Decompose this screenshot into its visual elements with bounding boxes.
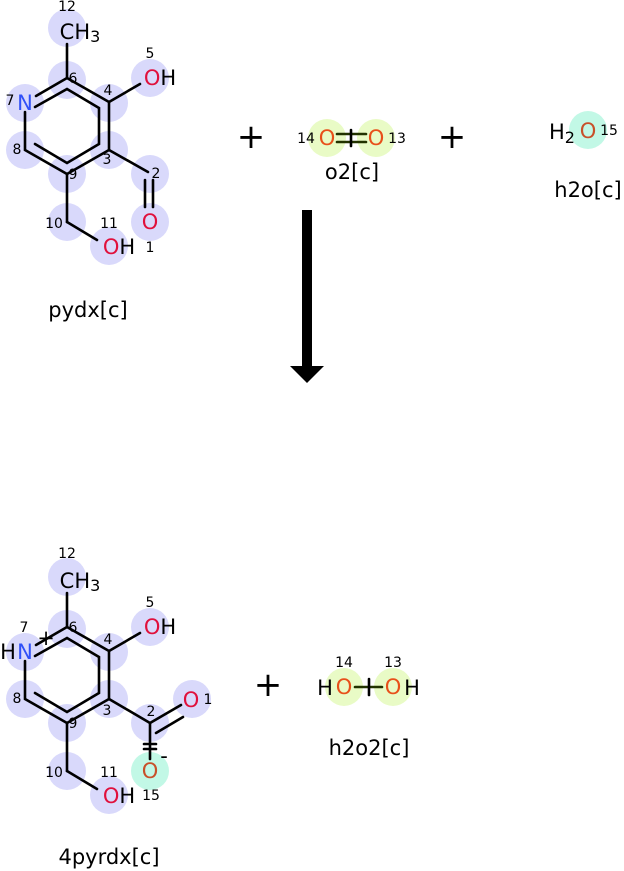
atom-3-number: 3 bbox=[103, 152, 112, 168]
reaction-arrow bbox=[290, 210, 324, 383]
molecule-4pyrdx: CH3 12 6 H N 7 + 4 OH 5 8 3 9 2 O 1 O - … bbox=[0, 546, 212, 869]
atom-8-number: 8 bbox=[13, 691, 22, 707]
atom-13-label: O bbox=[368, 126, 385, 150]
atom-10-number: 10 bbox=[45, 216, 63, 232]
molecule-name-o2: o2[c] bbox=[325, 160, 379, 184]
plus-sign: + bbox=[237, 117, 266, 157]
atom-2-number: 2 bbox=[152, 166, 161, 182]
molecule-name-h2o: h2o[c] bbox=[554, 178, 621, 202]
atom-5-label: OH bbox=[144, 66, 176, 90]
atom-14-number: 14 bbox=[297, 131, 315, 147]
atom-13-number: 13 bbox=[388, 131, 406, 147]
molecule-name-4pyrdx: 4pyrdx[c] bbox=[58, 845, 159, 869]
molecule-pydx: CH3 12 6 N 7 4 OH 5 8 3 9 2 O 1 10 OH 11… bbox=[6, 0, 177, 322]
molecule-h2o: H2 O 15 h2o[c] bbox=[549, 111, 622, 202]
plus-sign: + bbox=[254, 665, 283, 705]
atom-12-number: 12 bbox=[58, 546, 76, 562]
atom-11-number: 11 bbox=[100, 765, 118, 781]
atom-7-number: 7 bbox=[20, 620, 29, 636]
molecule-o2: O 14 O 13 o2[c] bbox=[297, 119, 406, 184]
atom-15-label: O bbox=[580, 119, 597, 143]
atom-12-label: CH3 bbox=[60, 569, 101, 595]
atom-7-hydrogen: H bbox=[0, 640, 16, 664]
negative-charge: - bbox=[160, 744, 168, 768]
molecule-name-h2o2: h2o2[c] bbox=[329, 736, 410, 760]
bonds bbox=[23, 42, 155, 242]
molecule-h2o2: H O 14 O H 13 h2o2[c] bbox=[317, 655, 420, 760]
atom-5-number: 5 bbox=[146, 595, 155, 611]
atom-11-label: OH bbox=[103, 235, 135, 259]
atom-3-number: 3 bbox=[103, 703, 112, 719]
atom-1-number: 1 bbox=[204, 692, 213, 708]
atom-6-number: 6 bbox=[69, 71, 78, 87]
bonds bbox=[23, 591, 185, 791]
plus-sign: + bbox=[438, 117, 467, 157]
atom-14-number: 14 bbox=[335, 655, 353, 671]
atom-4-number: 4 bbox=[104, 83, 113, 99]
atom-5-number: 5 bbox=[146, 46, 155, 62]
atom-7-label: N bbox=[17, 640, 33, 664]
atom-5-label: OH bbox=[144, 615, 176, 639]
atom-14-label: O bbox=[336, 675, 353, 699]
atom-7-label: N bbox=[17, 91, 33, 115]
molecule-name-pydx: pydx[c] bbox=[48, 298, 127, 322]
atom-15-label: O bbox=[142, 759, 159, 783]
atom-8-number: 8 bbox=[13, 142, 22, 158]
atom-4-number: 4 bbox=[104, 632, 113, 648]
atom-9-number: 9 bbox=[69, 716, 78, 732]
atom-15-number: 15 bbox=[142, 788, 160, 804]
hydrogen-label: H bbox=[404, 676, 420, 700]
atom-14-label: O bbox=[319, 126, 336, 150]
atom-1-number: 1 bbox=[146, 240, 155, 256]
atom-1-label: O bbox=[183, 688, 200, 712]
atom-2-number: 2 bbox=[147, 704, 156, 720]
atom-9-number: 9 bbox=[69, 167, 78, 183]
atom-12-number: 12 bbox=[58, 0, 76, 15]
atom-13-label: O bbox=[385, 675, 402, 699]
atom-7-number: 7 bbox=[6, 93, 15, 109]
atom-11-number: 11 bbox=[100, 216, 118, 232]
atom-15-number: 15 bbox=[600, 123, 618, 139]
atom-11-label: OH bbox=[103, 784, 135, 808]
hydrogen-label: H2 bbox=[549, 120, 575, 147]
atom-10-number: 10 bbox=[45, 765, 63, 781]
atom-13-number: 13 bbox=[384, 655, 402, 671]
positive-charge: + bbox=[37, 626, 55, 650]
hydrogen-label: H bbox=[317, 676, 333, 700]
atom-12-label: CH3 bbox=[60, 20, 101, 46]
atom-6-number: 6 bbox=[69, 620, 78, 636]
atom-1-label: O bbox=[142, 210, 159, 234]
